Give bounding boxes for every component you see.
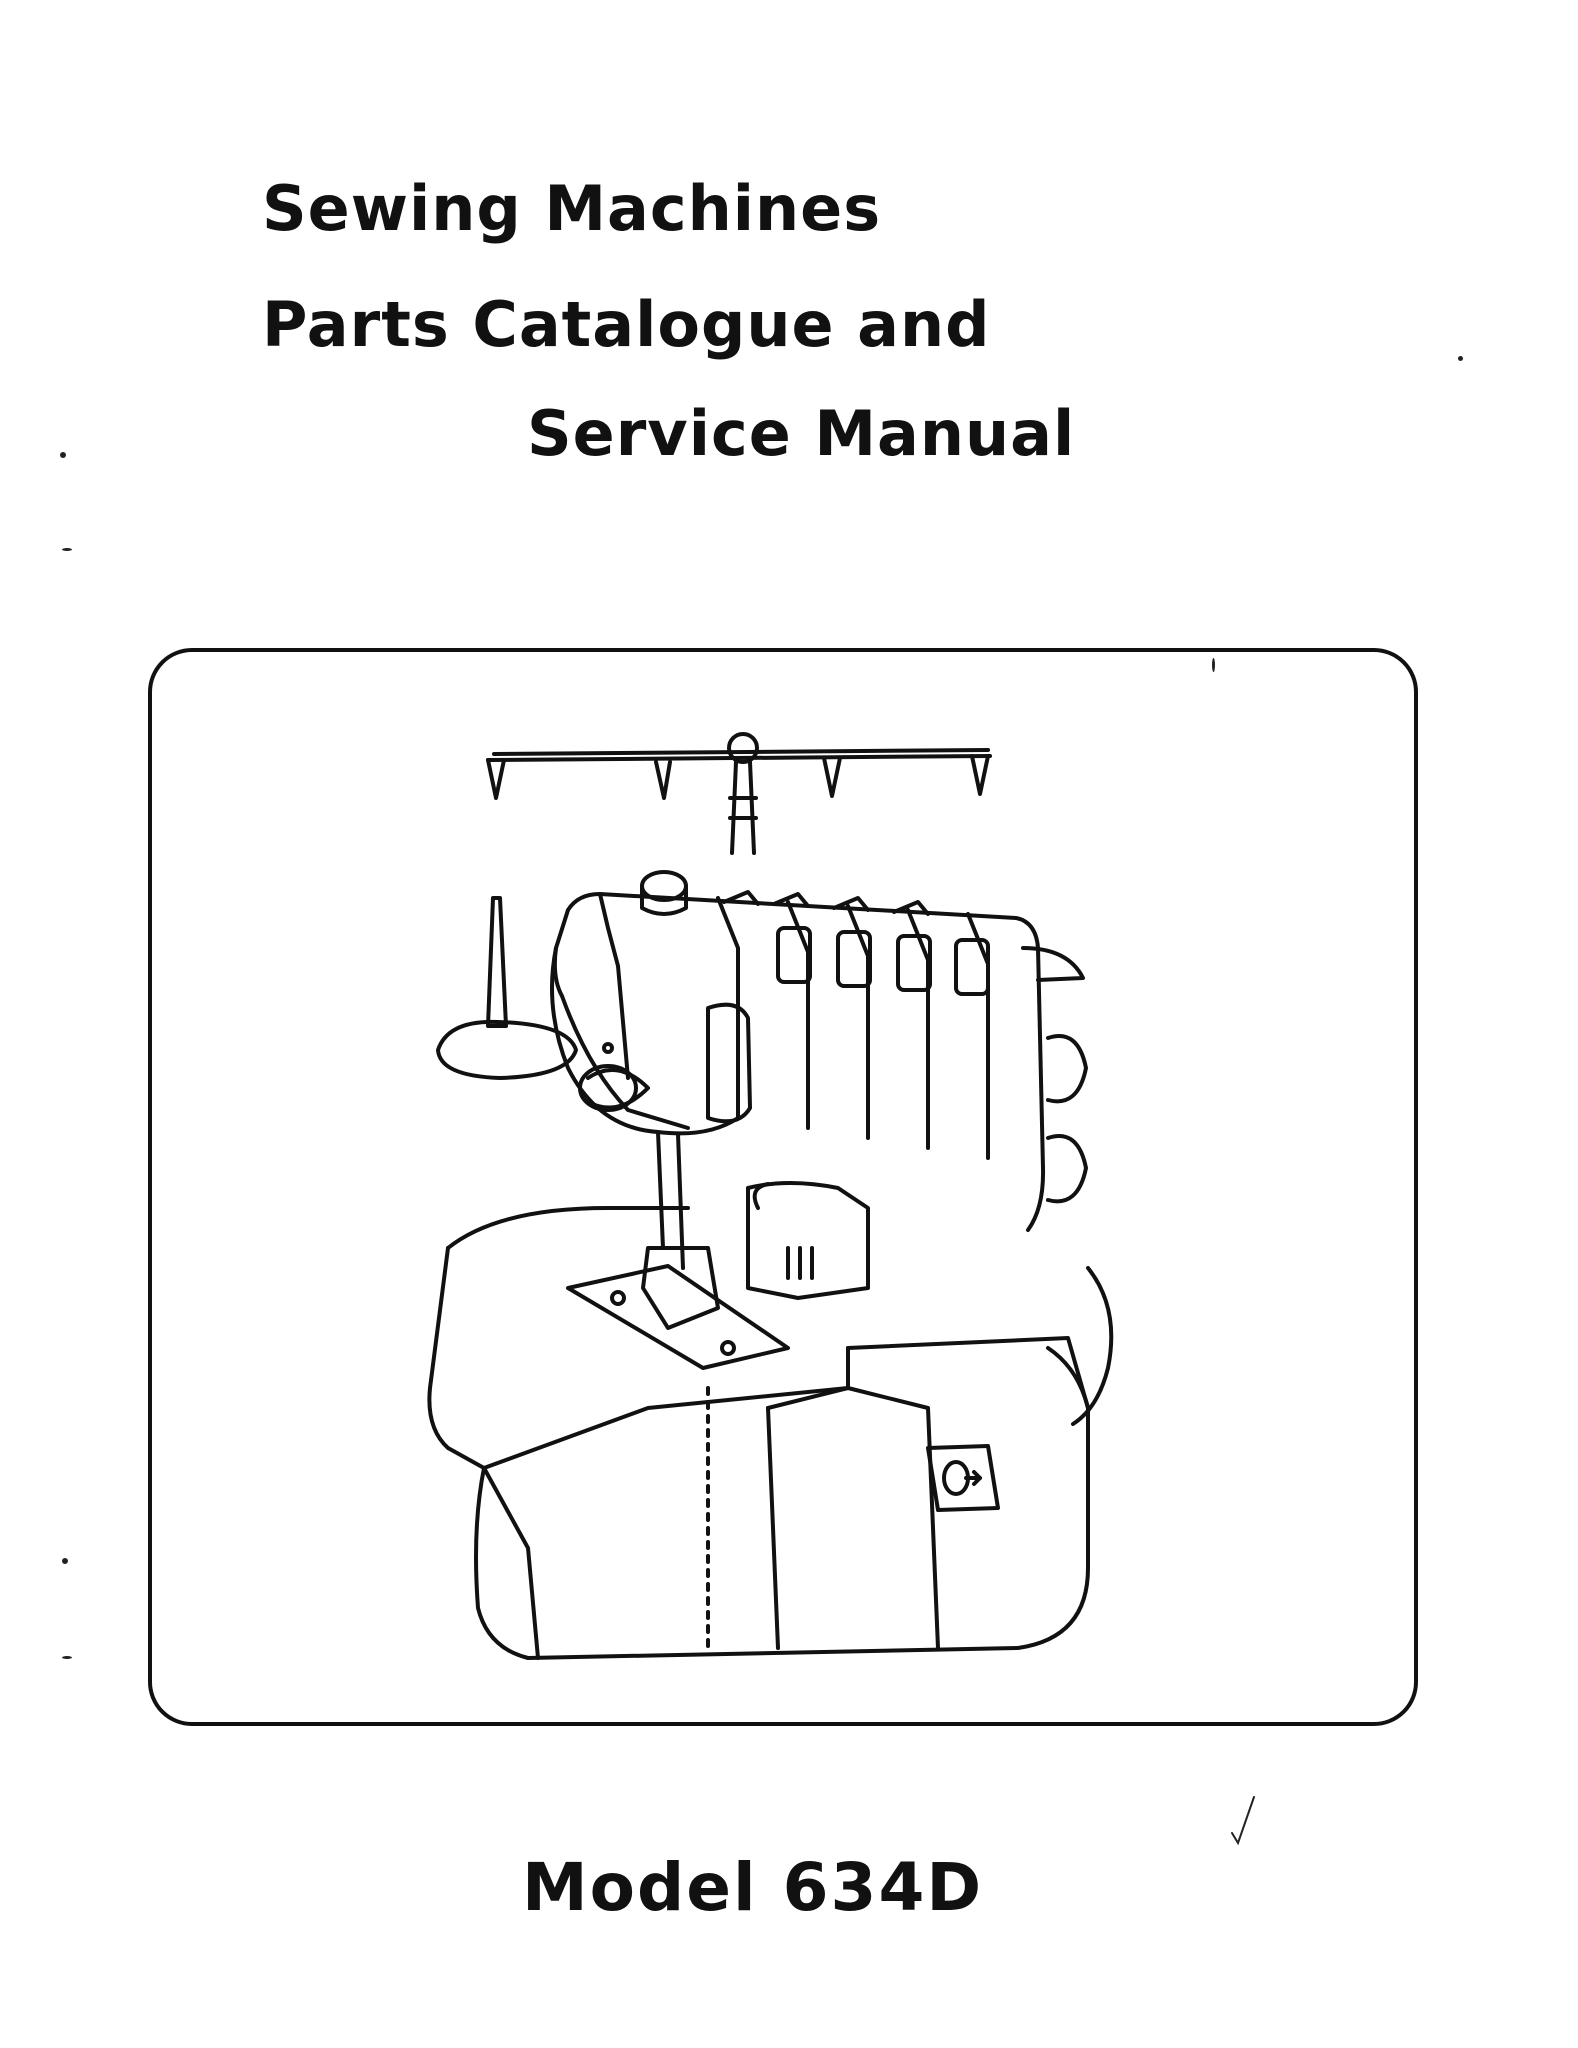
upper-housing	[552, 870, 1085, 1232]
scan-speck	[62, 1558, 68, 1564]
sewing-machine-illustration	[427, 732, 1114, 1660]
title-line-1: Sewing Machines	[262, 172, 882, 245]
spool-pin-icon	[436, 896, 578, 1080]
scan-speck	[62, 1656, 72, 1659]
scan-speck	[1458, 356, 1463, 361]
machine-base	[427, 1206, 1090, 1660]
check-mark-icon	[1231, 1796, 1255, 1845]
scan-speck	[62, 548, 72, 551]
model-label: Model 634D	[522, 1849, 984, 1926]
scan-speck	[1212, 658, 1215, 672]
title-line-3: Service Manual	[527, 397, 1076, 470]
dial-icons	[1046, 1034, 1114, 1426]
illustration-frame	[148, 648, 1418, 1726]
scan-speck	[60, 452, 66, 458]
title-line-2: Parts Catalogue and	[262, 288, 991, 361]
thread-stand-icon	[486, 732, 992, 855]
presser-foot-icon	[566, 1130, 870, 1370]
front-panel	[550, 946, 752, 1136]
